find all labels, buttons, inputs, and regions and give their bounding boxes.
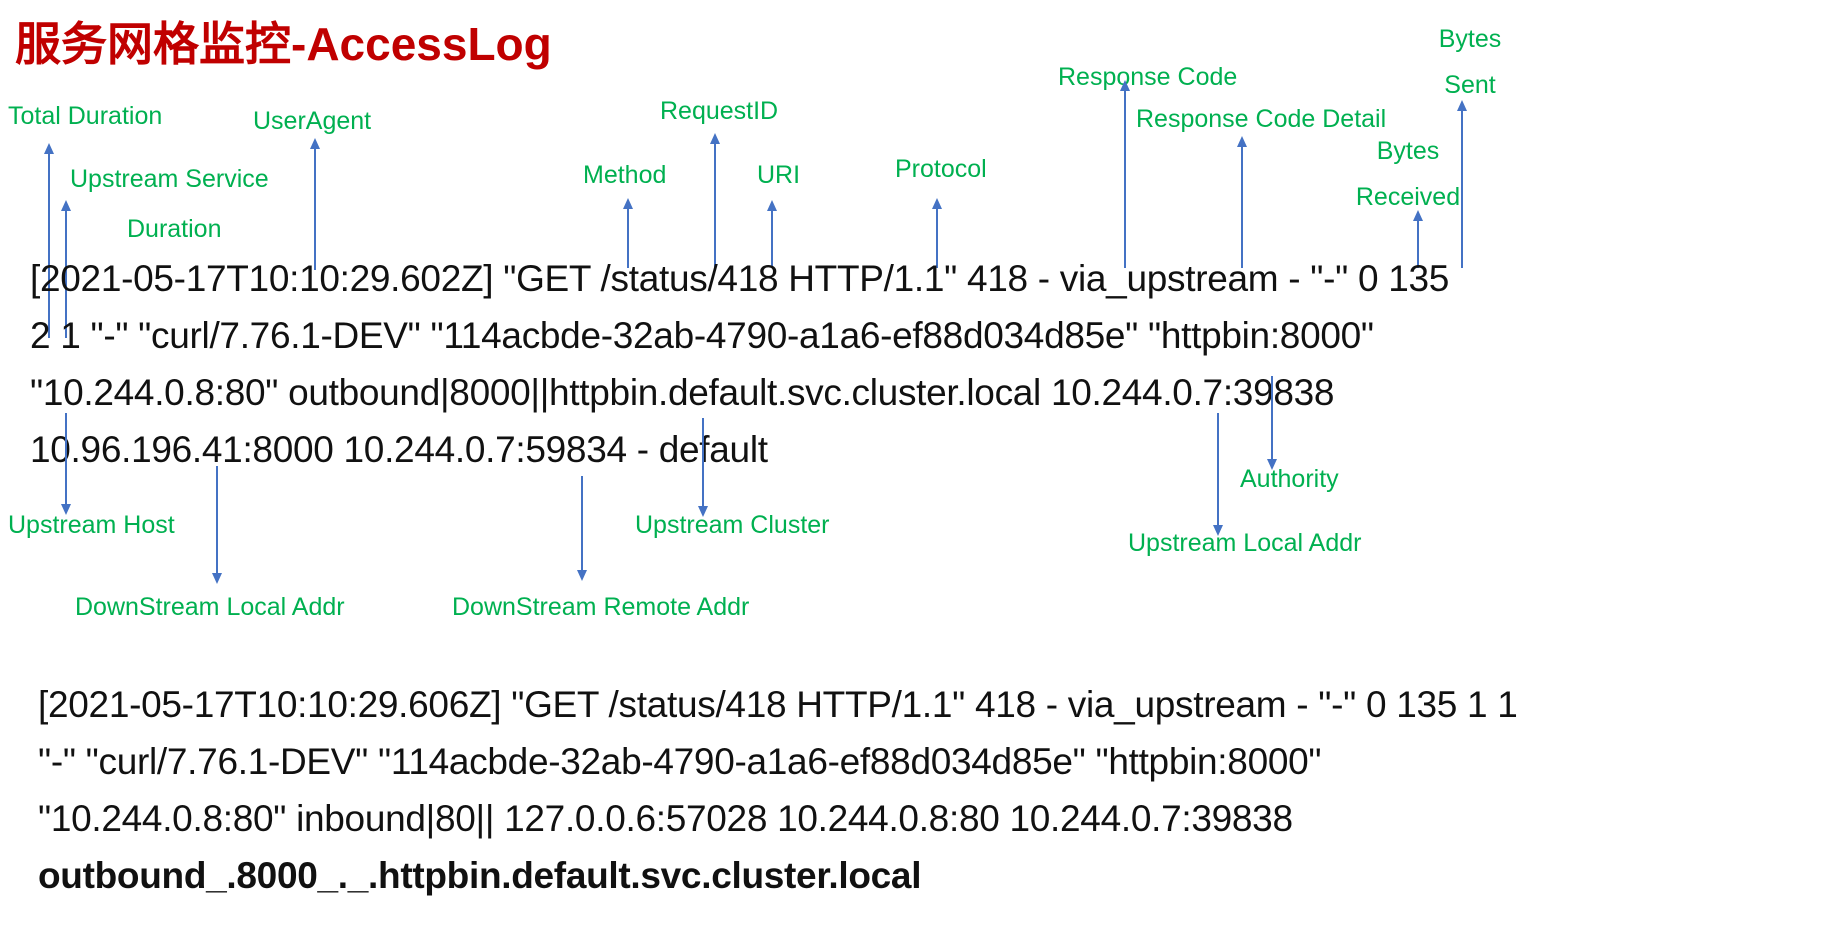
label-upstream-cluster: Upstream Cluster	[635, 511, 830, 539]
label-duration: Duration	[127, 215, 222, 243]
log-line: 2 1 "-" "curl/7.76.1-DEV" "114acbde-32ab…	[30, 315, 1374, 356]
label-response-code-detail: Response Code Detail	[1136, 105, 1387, 133]
log-line: "-" "curl/7.76.1-DEV" "114acbde-32ab-479…	[38, 741, 1322, 782]
total-duration-arrow-icon	[44, 143, 54, 338]
label-upstream-local-addr: Upstream Local Addr	[1128, 529, 1362, 557]
log-line: "10.244.0.8:80" inbound|80|| 127.0.0.6:5…	[38, 798, 1293, 839]
label-upstream-host: Upstream Host	[8, 511, 175, 539]
label-protocol: Protocol	[895, 155, 987, 183]
response-code-detail-arrow-icon	[1237, 136, 1247, 268]
requestid-arrow-icon	[710, 133, 720, 268]
label-bytes-received-line2: Received	[1355, 182, 1461, 211]
bytes-received-arrow-icon	[1413, 210, 1423, 268]
label-method: Method	[583, 161, 667, 189]
method-arrow-icon	[623, 198, 633, 268]
log-line: 10.96.196.41:8000 10.244.0.7:59834 - def…	[30, 429, 768, 470]
downstream-local-addr-arrow-icon	[212, 466, 222, 584]
label-bytes-sent-line2: Sent	[1444, 70, 1496, 99]
label-bytes-received: Bytes Received	[1352, 137, 1464, 211]
upstream-local-addr-arrow-icon	[1213, 413, 1223, 536]
label-response-code: Response Code	[1058, 63, 1238, 91]
uri-arrow-icon	[767, 200, 777, 268]
label-uri: URI	[757, 161, 801, 189]
label-total-duration: Total Duration	[8, 102, 163, 130]
upstream-service-arrow-icon	[61, 200, 71, 338]
page-title: 服务网格监控-AccessLog	[15, 18, 552, 70]
log-line-upstream-cluster-bold: outbound_.8000_._.httpbin.default.svc.cl…	[38, 855, 922, 896]
useragent-arrow-icon	[310, 138, 320, 270]
label-bytes-sent: Bytes Sent	[1425, 25, 1515, 99]
label-bytes-sent-line1: Bytes	[1438, 25, 1502, 53]
label-requestid: RequestID	[660, 97, 779, 125]
log-line: [2021-05-17T10:10:29.606Z] "GET /status/…	[38, 684, 1518, 725]
bytes-sent-arrow-icon	[1457, 100, 1467, 268]
label-bytes-received-line1: Bytes	[1376, 137, 1440, 165]
response-code-arrow-icon	[1120, 80, 1130, 268]
label-downstream-remote-addr: DownStream Remote Addr	[452, 593, 750, 621]
label-authority: Authority	[1240, 465, 1339, 493]
access-log-outbound: [2021-05-17T10:10:29.602Z] "GET /status/…	[30, 250, 1449, 478]
label-upstream-service: Upstream Service	[70, 165, 269, 193]
label-downstream-local-addr: DownStream Local Addr	[75, 593, 345, 621]
upstream-cluster-arrow-icon	[698, 418, 708, 517]
authority-arrow-icon	[1267, 376, 1277, 470]
log-line: "10.244.0.8:80" outbound|8000||httpbin.d…	[30, 372, 1335, 413]
protocol-arrow-icon	[932, 198, 942, 268]
upstream-host-arrow-icon	[61, 413, 71, 515]
log-line: [2021-05-17T10:10:29.602Z] "GET /status/…	[30, 258, 1450, 299]
access-log-inbound: [2021-05-17T10:10:29.606Z] "GET /status/…	[38, 676, 1518, 904]
label-useragent: UserAgent	[253, 107, 372, 135]
downstream-remote-addr-arrow-icon	[577, 476, 587, 581]
